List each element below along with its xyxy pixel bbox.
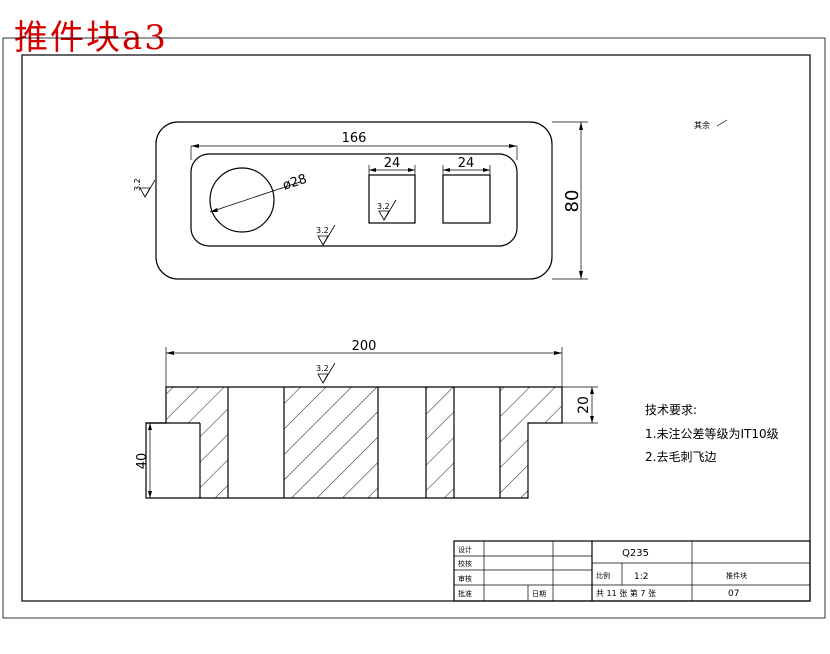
front-section-view: 200 20 40 3.2: [135, 339, 598, 499]
top-view-outline: [155, 121, 553, 280]
svg-text:3.2: 3.2: [316, 364, 329, 373]
dim-width-label: 200: [352, 339, 377, 354]
dim-height-label: 80: [562, 190, 583, 213]
sheet-border: [2, 37, 826, 619]
dim-length-label: 166: [342, 131, 367, 146]
dim-top-thickness-label: 20: [576, 396, 592, 414]
tb-approve-label: 批准: [458, 589, 472, 598]
tb-check-label: 校核: [458, 559, 472, 568]
square-pocket-2: [442, 174, 491, 224]
tb-part-name: 推件块: [726, 571, 747, 580]
tech-requirement-1: 1.未注公差等级为IT10级: [645, 426, 779, 441]
svg-text:3.2: 3.2: [316, 226, 329, 235]
tech-requirement-2: 2.去毛刺飞边: [645, 450, 716, 464]
title-block: 设计 校核 审核 批准 日期 Q235 比例 1:2 推件块 共 11 张 第 …: [453, 540, 811, 602]
svg-text:3.2: 3.2: [377, 202, 390, 211]
through-hole: [209, 167, 275, 233]
tb-scale: 1:2: [634, 572, 648, 582]
top-view-recess: [190, 153, 518, 247]
roughness-symbol-left: 3.2: [133, 178, 156, 198]
tb-drawing-no: 07: [728, 589, 739, 599]
tb-scale-label: 比例: [596, 571, 610, 580]
tech-requirements-heading: 技术要求:: [645, 403, 697, 417]
roughness-symbol-front: 3.2: [316, 362, 336, 384]
tb-design-label: 设计: [458, 545, 472, 554]
roughness-symbol-pocket: 3.2: [377, 199, 397, 221]
dim-height-front-label: 40: [135, 453, 150, 470]
dim-pocket-1-label: 24: [384, 156, 401, 171]
hole-leader: [209, 181, 301, 213]
tb-date-label: 日期: [532, 590, 546, 598]
roughness-symbol-recess: 3.2: [316, 224, 336, 246]
dim-hole-label: ø28: [281, 172, 309, 194]
tb-material: Q235: [622, 548, 649, 559]
tb-review-label: 审核: [458, 574, 472, 583]
square-pocket-1: [368, 174, 416, 224]
svg-text:3.2: 3.2: [133, 178, 142, 191]
remaining-roughness-note: 其余: [694, 120, 710, 130]
drawing-frame: [21, 54, 811, 602]
tb-sheet-count: 共 11 张 第 7 张: [596, 588, 656, 598]
top-view: 166 24 24 80 ø28 3.2 3.2: [133, 121, 588, 280]
dim-pocket-2-label: 24: [458, 156, 475, 171]
